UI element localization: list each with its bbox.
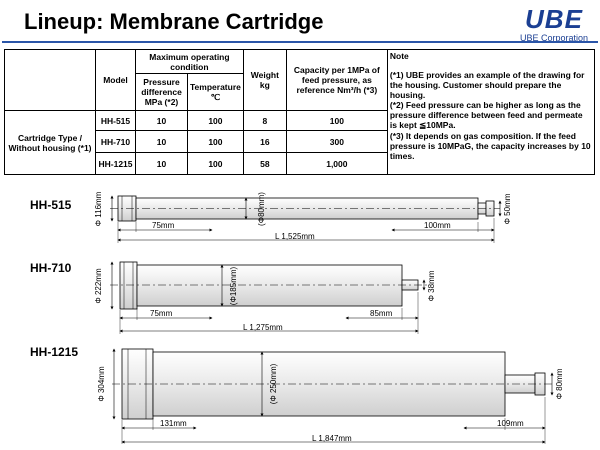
left-dimension: 75mm bbox=[150, 309, 173, 318]
lineup-table: Model Maximum operating condition Weight… bbox=[4, 49, 596, 175]
port-dimension: Φ 38mm bbox=[427, 270, 436, 301]
logo-corp: UBE Corporation bbox=[519, 33, 588, 43]
left-dimension: 75mm bbox=[152, 221, 175, 230]
empty-header-cell bbox=[4, 49, 96, 111]
od-dimension: Φ 222mm bbox=[94, 268, 103, 304]
note-1: (*1) UBE provides an example of the draw… bbox=[389, 70, 585, 100]
od-dimension: Φ 116mm bbox=[94, 191, 103, 226]
id-dimension: (Φ 250mm) bbox=[269, 363, 278, 404]
right-dimension: 85mm bbox=[370, 309, 393, 318]
od-dimension: Φ 304mm bbox=[97, 366, 106, 402]
end-cap bbox=[119, 261, 138, 310]
tube-body bbox=[136, 264, 403, 307]
drawing-label: HH-515 bbox=[30, 198, 72, 212]
note-2: (*2) Feed pressure can be higher as long… bbox=[389, 100, 583, 130]
note-heading: Note bbox=[389, 51, 409, 61]
right-dimension: 100mm bbox=[424, 221, 451, 230]
drawing-hh710: HH-710 Φ 222mm (Φ185mm) Φ 38mm 75mm 85mm… bbox=[30, 261, 436, 334]
end-cap bbox=[121, 348, 154, 420]
ube-logo: UBE UBE Corporation bbox=[520, 5, 588, 44]
title-divider bbox=[2, 41, 598, 43]
right-dimension: 109mm bbox=[497, 419, 524, 428]
header-pressure: Pressure difference MPa (*2) bbox=[135, 73, 188, 111]
drawing-label: HH-1215 bbox=[30, 345, 78, 359]
length-dimension: L 1,847mm bbox=[312, 434, 352, 443]
page-title: Lineup: Membrane Cartridge bbox=[24, 9, 324, 34]
port-dimension: Φ 50mm bbox=[503, 193, 512, 224]
pressure-cell: 10 bbox=[135, 152, 188, 175]
id-dimension: (Φ185mm) bbox=[229, 266, 238, 305]
note-3: (*3) It depends on gas composition. If t… bbox=[389, 131, 591, 161]
logo-mark: UBE bbox=[525, 4, 583, 34]
drawing-hh1215: HH-1215 Φ 304mm (Φ 250mm) Φ 80mm 131mm 1… bbox=[30, 345, 564, 444]
header-model: Model bbox=[95, 49, 136, 111]
length-dimension: L 1,275mm bbox=[243, 323, 283, 332]
drawing-hh515: HH-515 Φ 116mm (Φ80mm) Φ 50mm 75mm 100mm… bbox=[30, 191, 512, 243]
header-capacity: Capacity per 1MPa of feed pressure, as r… bbox=[285, 49, 388, 111]
capacity-cell: 1,000 bbox=[285, 152, 388, 175]
row-group-label: Cartridge Type / Without housing (*1) bbox=[4, 110, 96, 175]
header-weight: Weight kg bbox=[242, 49, 287, 111]
notes-cell: Note (*1) UBE provides an example of the… bbox=[386, 49, 596, 175]
drawing-label: HH-710 bbox=[30, 261, 72, 275]
left-dimension: 131mm bbox=[160, 419, 187, 428]
port-dimension: Φ 80mm bbox=[555, 368, 564, 399]
id-dimension: (Φ80mm) bbox=[257, 192, 266, 226]
length-dimension: L 1,525mm bbox=[275, 232, 315, 241]
